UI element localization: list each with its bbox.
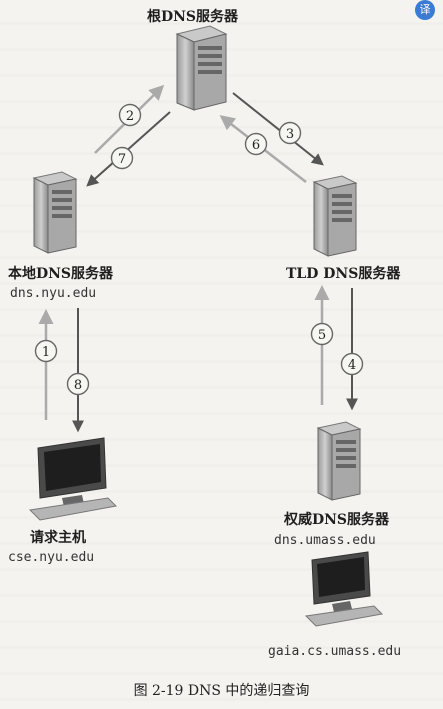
step-circle-5: 5 [310,322,334,346]
arrow-3 [232,92,324,166]
tld-server-label: TLD DNS服务器 [286,266,401,282]
tld-server-icon [312,175,358,257]
svg-text:5: 5 [318,328,326,343]
arrow-7 [86,111,171,187]
auth-server-label: 权威DNS服务器 [284,512,390,528]
step-circle-7: 7 [110,146,134,170]
local-server-host: dns.nyu.edu [10,286,97,301]
requesting-host-computer-icon [28,437,118,521]
local-dns-server-icon [32,171,78,254]
step-circle-1: 1 [34,339,58,363]
svg-text:6: 6 [252,138,260,153]
step-circle-2: 2 [118,103,142,127]
step-circle-8: 8 [66,372,90,396]
client-host: cse.nyu.edu [8,550,95,565]
step-circle-4: 4 [340,352,364,376]
root-server-label: 根DNS服务器 [147,9,239,25]
local-server-label: 本地DNS服务器 [8,266,114,282]
step-circle-3: 3 [278,121,302,145]
svg-text:3: 3 [286,127,294,142]
target-host: gaia.cs.umass.edu [268,644,402,659]
svg-text:4: 4 [348,358,356,373]
client-label: 请求主机 [30,530,86,546]
svg-text:7: 7 [118,152,126,167]
target-host-computer-icon [304,551,384,627]
svg-text:8: 8 [74,378,82,393]
authoritative-server-icon [316,421,362,501]
step-circle-6: 6 [244,132,268,156]
root-server-icon [175,25,228,111]
svg-text:1: 1 [42,345,50,360]
auth-server-host: dns.umass.edu [274,533,376,548]
translate-badge-icon[interactable]: 译 [415,0,435,20]
svg-text:2: 2 [126,109,134,124]
figure-caption: 图 2-19 DNS 中的递归查询 [133,683,310,699]
